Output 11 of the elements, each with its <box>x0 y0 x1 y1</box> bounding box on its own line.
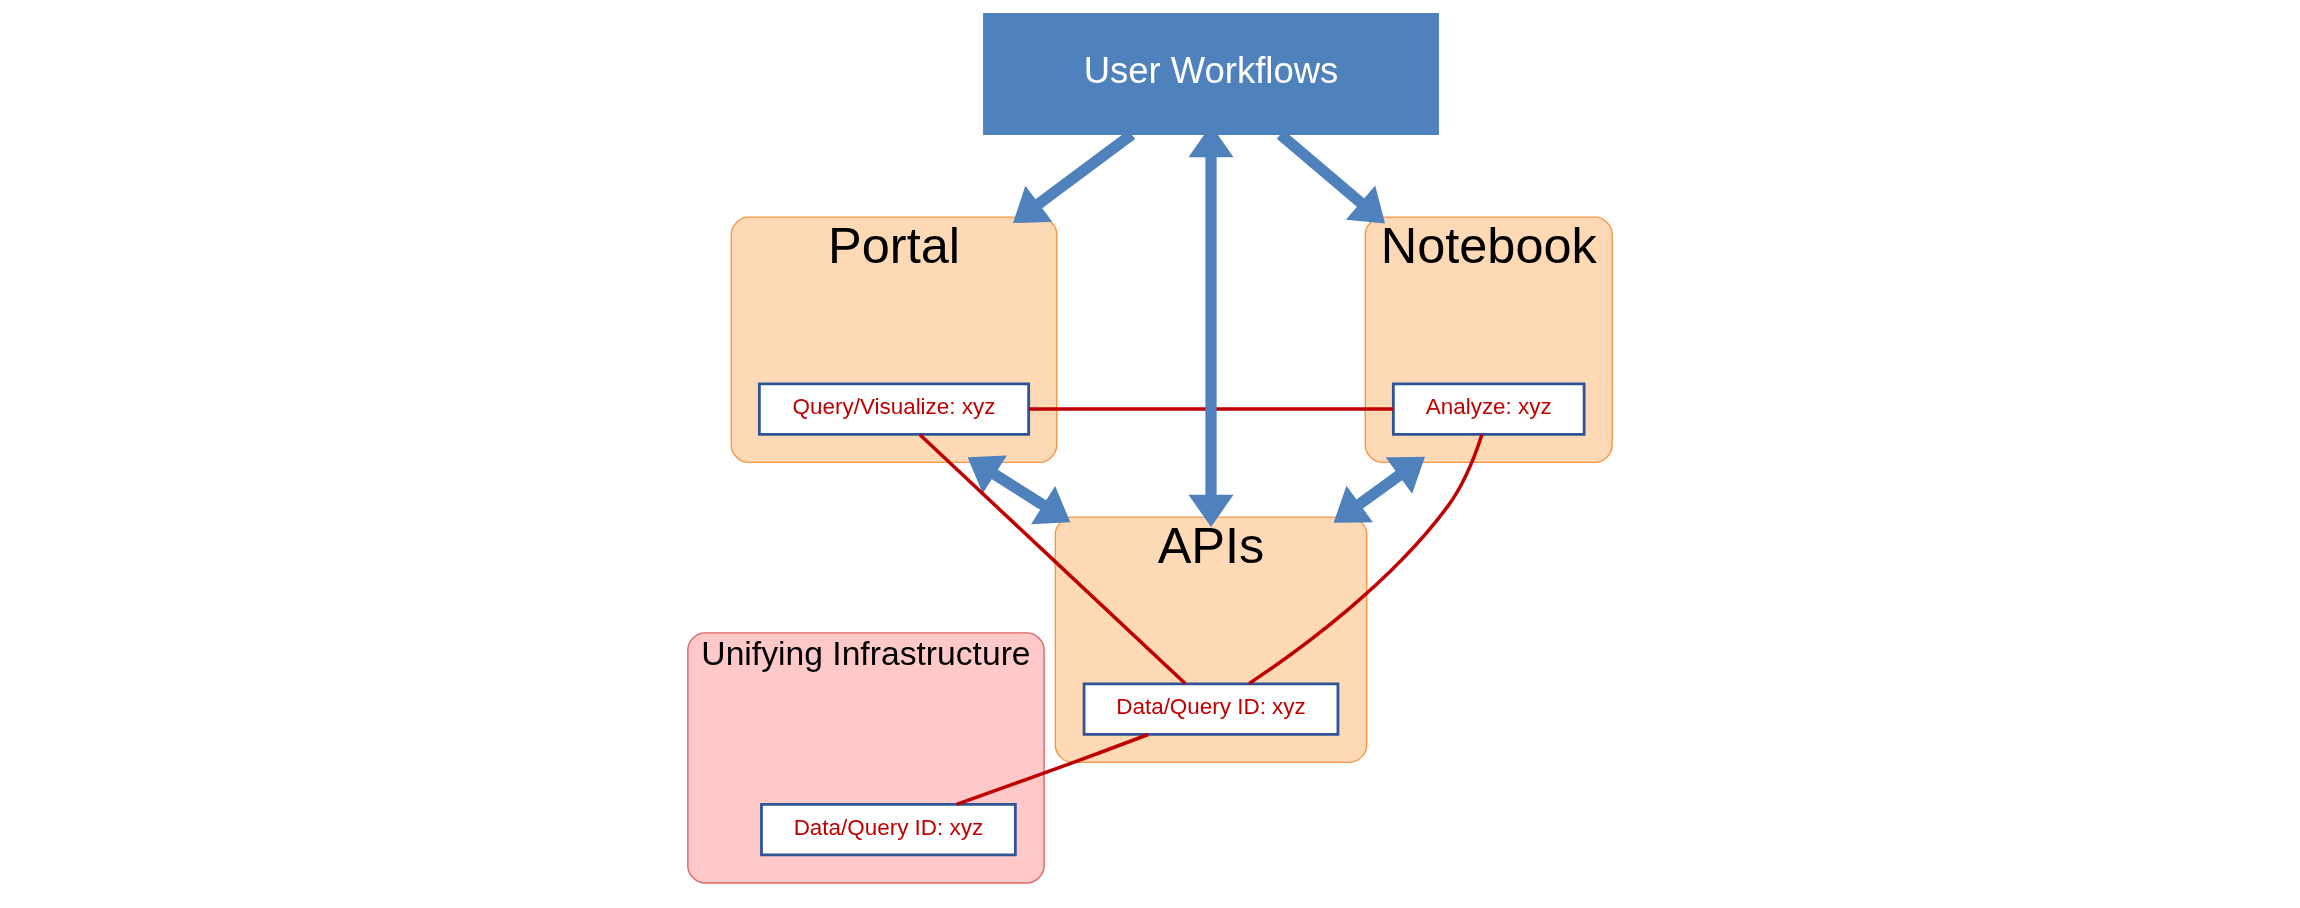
node-box: Data/Query ID: xyz <box>760 803 1017 857</box>
node-box: Data/Query ID: xyz <box>1082 682 1340 736</box>
arrow <box>1333 456 1425 523</box>
node-box: User Workflows <box>983 13 1439 136</box>
arrow <box>967 455 1071 525</box>
connector <box>956 732 1149 806</box>
connector <box>1248 433 1484 686</box>
connector <box>918 433 1187 685</box>
node-box: Analyze: xyz <box>1391 382 1586 436</box>
node-box: Query/Visualize: xyz <box>757 382 1031 436</box>
connector <box>1028 407 1394 411</box>
